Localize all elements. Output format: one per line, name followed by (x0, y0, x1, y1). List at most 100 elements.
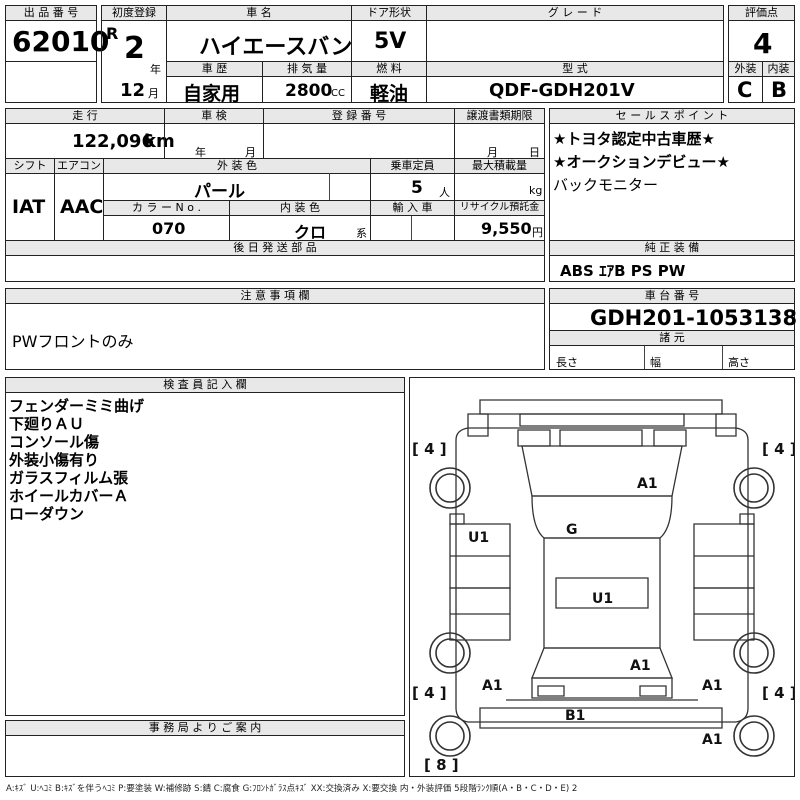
first-registration-label: 初度登録 (101, 5, 167, 21)
mark-rear-right: A1 (702, 678, 723, 694)
transfer-month-unit: 月 (487, 146, 498, 159)
inspector-note-4: 外装小傷有り (9, 451, 100, 469)
rear-door-panels (449, 587, 755, 641)
legend-line: A:ｷｽﾞ U:ﾍｺﾐ B:ｷｽﾞを伴うﾍｺﾐ P:要塗装 W:補修跡 S:錆 … (6, 784, 578, 794)
score-box: 4 (728, 20, 795, 62)
notes-value: PWフロントのみ (12, 332, 134, 351)
import-divider (411, 216, 412, 240)
inspector-note-1: フェンダーミミ曲げ (9, 397, 145, 415)
history-value: 自家用 (183, 83, 241, 105)
month-unit: 月 (148, 87, 159, 100)
model-name-box: ハイエースバン (166, 20, 352, 62)
sales-point-1: ★トヨタ認定中古車歴★ (553, 130, 715, 148)
displacement-box: 2800 CC (262, 76, 352, 103)
capacity-value: 5 (411, 178, 423, 198)
notes-label: 注 意 事 項 欄 (5, 288, 545, 304)
mileage-unit: km (144, 131, 175, 152)
displacement-unit: CC (331, 88, 345, 99)
spec-divider-2 (722, 346, 723, 369)
inspection-label: 車 検 (164, 108, 264, 124)
spec-height-label: 高さ (728, 356, 750, 369)
history-label: 車 歴 (166, 61, 263, 77)
inspection-month-unit: 月 (245, 146, 256, 159)
hood-shape (521, 445, 683, 497)
era-letter: R (106, 24, 119, 43)
color-number-box: 070 (103, 215, 230, 241)
year-unit: 年 (150, 63, 161, 76)
door-type-box: 5V (351, 20, 427, 62)
history-box: 自家用 (166, 76, 263, 105)
tread-front-left: [ 4 ] (412, 440, 447, 458)
lot-blank-box (5, 61, 97, 103)
interior-color-label: 内 装 色 (229, 200, 371, 216)
fuel-box: 軽油 (351, 76, 427, 105)
front-bumper-shape (479, 399, 723, 415)
lot-number-label: 出 品 番 号 (5, 5, 97, 21)
mileage-value: 122,096 (72, 131, 154, 152)
inspector-note-5: ガラスフィルム張 (9, 469, 129, 487)
inspection-box: 年 月 (164, 123, 264, 159)
grade-label: グ レ ー ド (426, 5, 724, 21)
interior-grade: B (771, 78, 788, 102)
color-number-value: 070 (152, 219, 186, 238)
mark-hood: A1 (637, 476, 658, 492)
mileage-box: 122,096 km (5, 123, 175, 159)
mark-rear-corner: A1 (702, 732, 723, 748)
transfer-deadline-label: 譲渡書類期限 (454, 108, 545, 124)
exterior-grade-box: C (728, 76, 763, 103)
lot-number-box: 62010 (5, 20, 109, 62)
shift-value: IAT (12, 196, 46, 218)
type-label: 型 式 (426, 61, 724, 77)
sales-point-2: ★オークションデビュー★ (553, 153, 730, 171)
tread-rear-right: [ 4 ] (762, 684, 794, 702)
aircon-box: AAC (54, 173, 104, 241)
max-load-unit: kg (529, 184, 543, 197)
mark-windshield: G (566, 522, 578, 538)
grade-box (426, 20, 724, 62)
office-notice-label: 事 務 局 よ り ご 案 内 (5, 720, 405, 736)
registration-number-label: 登 録 番 号 (263, 108, 455, 124)
equipment-box: ABS ｴｱB PS PW (549, 255, 795, 282)
exterior-color-value: パール (194, 182, 245, 202)
sales-point-3: バックモニター (553, 176, 659, 194)
equipment-label: 純 正 装 備 (549, 240, 795, 256)
chassis-number-label: 車 台 番 号 (549, 288, 795, 304)
sales-points-box: ★トヨタ認定中古車歴★ ★オークションデビュー★ バックモニター (549, 123, 795, 241)
fuel-value: 軽油 (370, 83, 409, 105)
max-load-box: kg (454, 173, 545, 201)
registration-number-box (263, 123, 455, 159)
displacement-value: 2800 (285, 81, 333, 101)
wheels (429, 467, 775, 757)
inspection-year-unit: 年 (195, 146, 206, 159)
exterior-color-box: パール (103, 173, 371, 202)
specs-label: 諸 元 (549, 330, 795, 346)
score-label: 評価点 (728, 5, 795, 21)
interior-color-suffix: 系 (356, 227, 367, 240)
tread-spare: [ 8 ] (424, 756, 459, 774)
car-outline-diagram: A1 G U1 U1 A1 A1 A1 B1 A1 [ 4 ] [ 4 ] [ … (412, 399, 794, 774)
capacity-label: 乗車定員 (370, 158, 455, 174)
interior-grade-label: 内装 (762, 61, 795, 77)
exterior-grade: C (737, 78, 753, 102)
type-value: QDF-GDH201V (489, 80, 635, 101)
mark-rear-bumper: B1 (565, 708, 585, 724)
shift-label: シフト (5, 158, 55, 174)
exterior-color-label: 外 装 色 (103, 158, 371, 174)
later-parts-label: 後 日 発 送 部 品 (5, 240, 545, 256)
inspector-note-2: 下廻りＡＵ (9, 415, 85, 433)
door-type-label: ドア形状 (351, 5, 427, 21)
windshield-shape (531, 495, 673, 539)
spec-width-label: 幅 (650, 356, 661, 369)
inspector-note-7: ローダウン (9, 505, 85, 523)
specs-box: 長さ 幅 高さ (549, 345, 795, 370)
tread-rear-left: [ 4 ] (412, 684, 447, 702)
import-box (370, 215, 455, 241)
color-number-label: カ ラ ー N o . (103, 200, 230, 216)
score-value: 4 (753, 27, 773, 60)
sales-points-label: セ ー ル ス ポ イ ン ト (549, 108, 795, 124)
mark-right-quarter: A1 (630, 658, 651, 674)
aircon-label: エアコン (54, 158, 104, 174)
import-label: 輸 入 車 (370, 200, 455, 216)
inspector-notes-box: フェンダーミミ曲げ 下廻りＡＵ コンソール傷 外装小傷有り ガラスフィルム張 ホ… (5, 392, 405, 716)
chassis-number-box: GDH201-1053138 (549, 303, 797, 331)
